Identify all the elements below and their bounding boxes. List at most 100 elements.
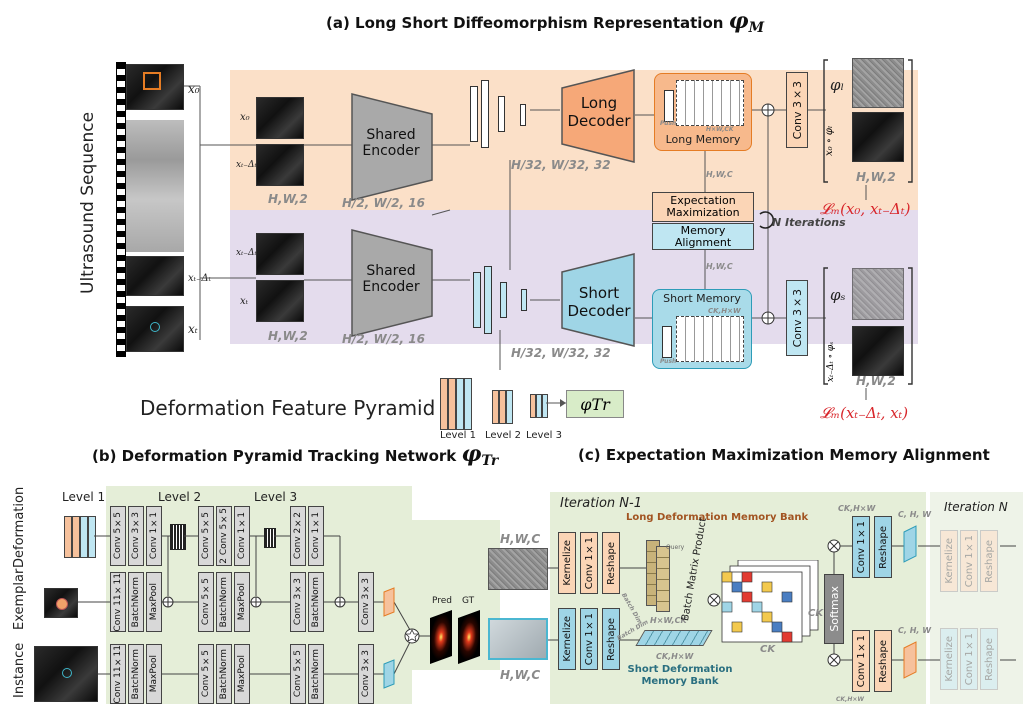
part-b-panel-ext [412, 520, 500, 670]
dims-hw2-out-long: H,W,2 [856, 170, 896, 184]
warp-s-image [852, 326, 904, 376]
c-n-reshape-top: Reshape [980, 530, 998, 592]
pyr-level3-label: Level 3 [526, 430, 562, 441]
phi-s-label: φₛ [830, 286, 846, 304]
c-kernelize-long: Kernelize [558, 532, 576, 594]
iter-n-label: Iteration N [944, 500, 1008, 514]
loss-long: 𝓛ₘ(x₀, xₜ₋Δₜ) [820, 200, 911, 218]
feat-long-4 [520, 104, 526, 126]
pred-label: Pred [432, 596, 453, 606]
affinity-matrix [721, 560, 819, 643]
shared-encoder-short [351, 229, 433, 337]
c-out-reshape-top: Reshape [874, 516, 892, 578]
c-chw-top: C, H, W [898, 510, 932, 519]
c-out-conv11-top: Conv 1×1 [852, 516, 870, 578]
long-bank-stack-2 [656, 546, 670, 612]
input-xt [256, 280, 304, 322]
c-hwc-top: H,W,C [500, 532, 541, 546]
long-memory-bank [676, 80, 744, 126]
b-def3-conv11: Conv 1×1 [308, 506, 324, 566]
b-in2-bn: BatchNorm [216, 644, 232, 704]
xtdt-small-2: xₜ₋Δₜ [236, 248, 257, 258]
feat-short-2 [484, 266, 492, 334]
c-out-reshape-bottom: Reshape [874, 630, 892, 692]
x0-small: x₀ [240, 112, 250, 123]
c-hwck: H×W,CK [650, 616, 687, 625]
alignment-box: Memory Alignment [652, 223, 754, 250]
warp-l-image [852, 112, 904, 162]
b-level1: Level 1 [62, 490, 106, 504]
pyr-l3-b [536, 394, 542, 418]
c-kernelize-short: Kernelize [558, 608, 576, 670]
pyramid-arrow [546, 399, 566, 407]
c-ckhw-top: CK,H×W [838, 504, 876, 513]
c-n-conv11-bottom: Conv 1×1 [960, 628, 978, 690]
gt-label: GT [462, 596, 475, 606]
title-b: (b) Deformation Pyramid Tracking Network… [92, 441, 499, 469]
short-memory-label: Short Memory [663, 292, 741, 305]
dims-h2-short: H/2, W/2, 16 [342, 332, 425, 346]
b-ex2-mp: MaxPool [234, 572, 250, 632]
b-def-conv11: Conv 1×1 [146, 506, 162, 566]
pyr-l1-d [464, 378, 472, 430]
c-hwc-bottom: H,W,C [500, 668, 541, 682]
b-ex3-conv33: Conv 3×3 [290, 572, 306, 632]
feat-short-4 [521, 289, 527, 311]
long-bank-label: Long Deformation Memory Bank [626, 512, 809, 523]
c-out-conv11-bottom: Conv 1×1 [852, 630, 870, 692]
pyr-l1-c [456, 378, 464, 430]
long-decoder-label: Long Decoder [567, 94, 631, 130]
phi-l-field [852, 58, 904, 108]
short-decoder [561, 253, 635, 347]
pyr-l1-b [448, 378, 456, 430]
c-n-kernelize-bottom: Kernelize [940, 628, 958, 690]
pyr-l2-c [506, 390, 513, 424]
feat-short-1 [473, 272, 481, 328]
pyr-l1-a [440, 378, 448, 430]
b-ex-bn: BatchNorm [128, 572, 144, 632]
b-in2-mp: MaxPool [234, 644, 250, 704]
conv33-long: Conv 3×3 [786, 72, 808, 148]
b-def2-2conv55: 2 Conv 5×5 [216, 506, 232, 566]
dims-hw2-long: H,W,2 [268, 192, 308, 206]
c-chw-bottom: C, H, W [898, 626, 932, 635]
loss-short: 𝓛ₘ(xₜ₋Δₜ, xₜ) [820, 404, 909, 422]
dims-hwc-long: H,W,C [706, 170, 733, 179]
b-in-conv1111: Conv 11×11 [110, 644, 126, 704]
instance-target [62, 668, 72, 678]
long-memory-label: Long Memory [665, 133, 741, 146]
bracket-short [823, 267, 913, 385]
long-memory-push-item [664, 90, 674, 122]
xt-label: xₜ [188, 322, 198, 336]
c-input-short [488, 618, 548, 660]
pyr-level1-label: Level 1 [440, 430, 476, 441]
c-n-conv11-top: Conv 1×1 [960, 530, 978, 592]
conv33-short: Conv 3×3 [786, 280, 808, 356]
x0-label: x₀ [188, 82, 200, 96]
feat-long-3 [498, 96, 505, 132]
c-conv11-long: Conv 1×1 [580, 532, 598, 594]
dims-h32-long: H/32, W/32, 32 [511, 158, 611, 172]
b-level3: Level 3 [254, 490, 298, 504]
dims-hw2-out-short: H,W,2 [856, 374, 896, 388]
shared-encoder-long [351, 93, 433, 201]
b-def1-b [72, 516, 80, 558]
input-xtdt-long [256, 144, 304, 186]
pyr-l2-b [499, 390, 506, 424]
bracket-long [823, 59, 913, 183]
input-xtdt-short [256, 233, 304, 275]
pyr-l2-a [492, 390, 499, 424]
b-in-mp: MaxPool [146, 644, 162, 704]
short-memory-bank [676, 316, 744, 362]
b-def1-c [80, 516, 88, 558]
c-ckhw-bottom: CK,H×W [836, 696, 864, 703]
us-frames-middle [126, 120, 184, 252]
pyr-l3-a [530, 394, 536, 418]
feat-long-2 [481, 80, 489, 148]
c-n-reshape-bottom: Reshape [980, 628, 998, 690]
pyramid-phi-box: φTr [566, 390, 624, 418]
b-in3-conv55: Conv 5×5 [290, 644, 306, 704]
